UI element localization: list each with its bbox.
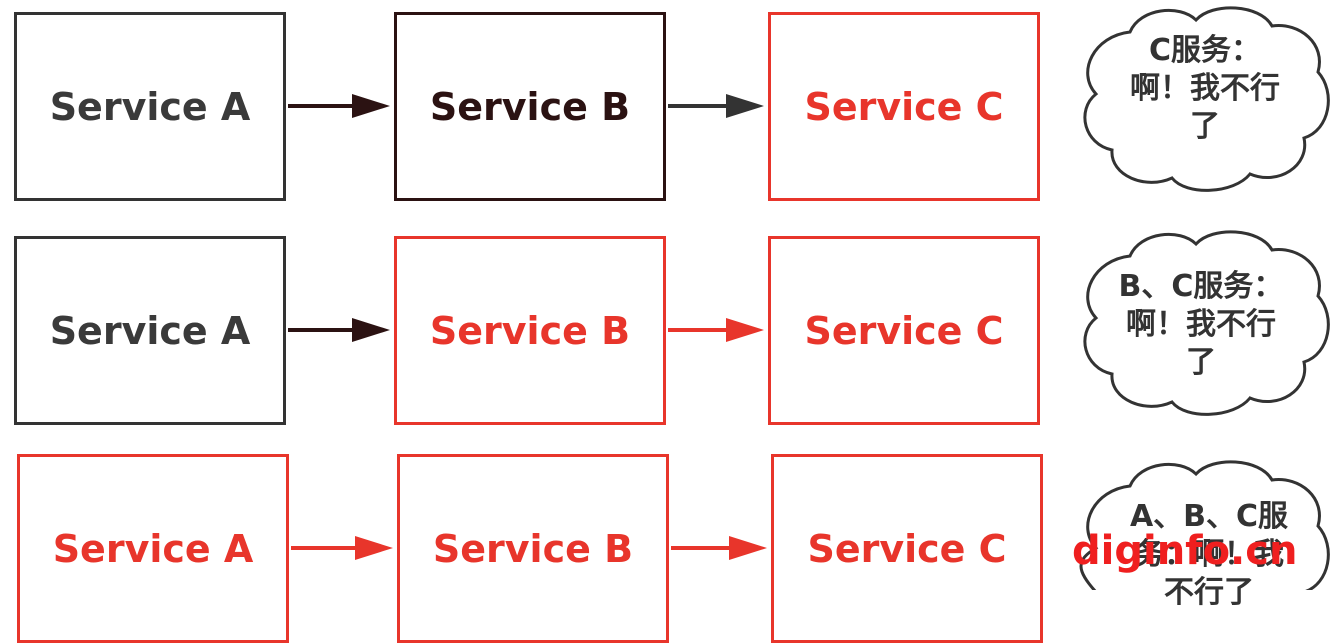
row1-service-a-box: Service A: [14, 12, 286, 201]
row2-bubble-text: B、C服务： 啊！我不行 了: [1106, 268, 1296, 382]
row2-arrow-b-to-c: [668, 318, 764, 342]
row2-service-b-box: Service B: [394, 236, 666, 425]
row2-service-a-label: Service A: [49, 308, 251, 353]
row2-service-a-box: Service A: [14, 236, 286, 425]
row1-bubble-line-2: 啊！我不行: [1130, 71, 1280, 106]
row2-service-c-label: Service C: [804, 308, 1004, 353]
row1-service-c-label: Service C: [804, 84, 1004, 129]
row1-arrow-a-to-b: [288, 94, 390, 118]
row2-arrow-a-to-b: [288, 318, 390, 342]
diagram-overlay: [288, 6, 1330, 590]
row3-arrow-a-to-b: [291, 536, 393, 560]
row1-service-c-box: Service C: [768, 12, 1040, 201]
row3-service-c-label: Service C: [807, 526, 1007, 571]
row1-bubble-line-1: C服务：: [1148, 33, 1262, 68]
row2-bubble-line-3: 了: [1186, 345, 1216, 380]
row1-service-b-label: Service B: [429, 84, 631, 129]
row3-arrow-b-to-c: [671, 536, 767, 560]
row1-speech-cloud: [1083, 6, 1330, 192]
row2-bubble-line-2: 啊！我不行: [1126, 307, 1276, 342]
row2-speech-cloud: [1083, 230, 1330, 416]
row2-service-c-box: Service C: [768, 236, 1040, 425]
row3-service-a-label: Service A: [52, 526, 254, 571]
row1-bubble-line-3: 了: [1190, 109, 1220, 144]
row1-service-a-label: Service A: [49, 84, 251, 129]
row3-speech-cloud: [1079, 460, 1330, 590]
row3-service-b-label: Service B: [432, 526, 634, 571]
row2-service-b-label: Service B: [429, 308, 631, 353]
row1-arrow-b-to-c: [668, 94, 764, 118]
row3-bubble-line-2: 务：啊！我: [1134, 537, 1284, 572]
row2-bubble-line-1: B、C服务：: [1118, 269, 1284, 304]
row1-service-b-box: Service B: [394, 12, 666, 201]
row3-bubble-line-3: 不行了: [1164, 575, 1254, 610]
watermark-text: diginfo.cn: [1072, 528, 1298, 574]
row1-bubble-text: C服务： 啊！我不行 了: [1110, 32, 1300, 146]
row3-bubble-line-1: A、B、C服: [1129, 499, 1289, 534]
